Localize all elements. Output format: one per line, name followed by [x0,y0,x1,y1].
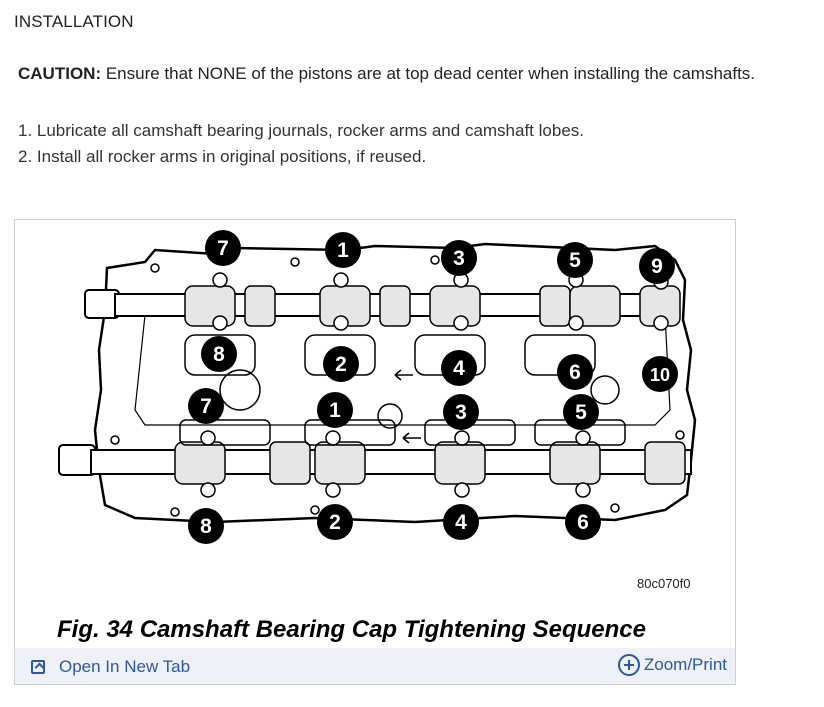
sequence-badge-label: 5 [575,401,587,424]
section-heading: INSTALLATION [14,12,134,31]
sequence-badge-circle [557,242,593,278]
exhaust-camshaft [58,430,692,498]
sequence-badge: 1 [325,232,361,268]
sequence-badge-label: 9 [651,255,663,278]
sequence-badge-label: 3 [453,247,465,270]
sequence-badge-label: 3 [455,401,467,424]
sequence-badge-label: 2 [335,353,347,376]
sequence-badge-label: 10 [650,365,670,385]
open-new-tab-link[interactable]: Open In New Tab [31,657,190,677]
sequence-badge-label: 4 [453,357,465,380]
sequence-badge-circle [317,504,353,540]
zoom-print-link[interactable]: Zoom/Print [617,654,727,676]
sequence-badge: 1 [317,392,353,428]
sequence-badge: 8 [201,336,237,372]
sequence-badge-label: 8 [200,515,212,538]
sequence-badge-label: 2 [329,511,341,534]
step-item: 1. Lubricate all camshaft bearing journa… [18,121,584,140]
sequence-badge-circle [188,508,224,544]
caution-line: CAUTION: Ensure that NONE of the pistons… [18,64,755,84]
sequence-badge-label: 4 [455,511,467,534]
sequence-badge: 2 [317,504,353,540]
sequence-badges: 1 2 3 4 5 6 7 8 9 10 1 2 3 4 5 6 7 8 [188,230,678,544]
sequence-badge-label: 1 [337,239,349,262]
sequence-badge: 4 [443,504,479,540]
step-item: 2. Install all rocker arms in original p… [18,147,427,166]
open-in-new-tab-icon [31,660,45,674]
sequence-badge-circle [323,346,359,382]
sequence-badge-label: 5 [569,249,581,272]
figure-container: 1 2 3 4 5 6 7 8 9 10 1 2 3 4 5 6 7 8 80c070f0 Fig. 34 Cam… [14,219,736,685]
zoom-plus-icon [617,654,640,676]
sequence-badge-label: 8 [213,343,225,366]
figure-toolbar: Open In New Tab Zoom/Print [15,648,735,684]
sequence-badge: 6 [557,354,593,390]
sequence-badge-circle [325,232,361,268]
sequence-badge: 7 [205,230,241,266]
sequence-badge-circle [443,504,479,540]
sequence-badge: 5 [557,242,593,278]
sequence-badge: 3 [443,394,479,430]
figure-caption: Fig. 34 Camshaft Bearing Cap Tightening … [57,616,646,643]
sequence-badge-circle [441,240,477,276]
camshaft-diagram: 1 2 3 4 5 6 7 8 9 10 1 2 3 4 5 6 7 8 [58,230,697,544]
sequence-badge: 4 [441,350,477,386]
caution-text: Ensure that NONE of the pistons are at t… [101,64,756,83]
sequence-badge-label: 7 [217,237,229,260]
sequence-badge-label: 6 [569,361,581,384]
sequence-badge-circle [563,394,599,430]
sequence-badge-circle [188,388,224,424]
sequence-badge-label: 7 [200,395,212,418]
sequence-badge-circle [441,350,477,386]
sequence-badge-circle [565,504,601,540]
sequence-badge: 2 [323,346,359,382]
sequence-badge: 9 [639,248,675,284]
sequence-badge-circle [201,336,237,372]
sequence-badge-circle [443,394,479,430]
sequence-badge-circle [557,354,593,390]
sequence-badge-label: 6 [577,511,589,534]
sequence-badge: 3 [441,240,477,276]
sequence-badge-circle [639,248,675,284]
step-list: 1. Lubricate all camshaft bearing journa… [18,118,584,170]
sequence-badge: 10 [642,356,678,392]
sequence-badge: 6 [565,504,601,540]
sequence-badge-label: 1 [329,399,341,422]
intake-camshaft [84,272,681,331]
direction-arrows [394,369,421,444]
sequence-badge-circle [205,230,241,266]
caution-label: CAUTION: [18,64,102,83]
image-code: 80c070f0 [637,576,691,591]
sequence-badge: 7 [188,388,224,424]
sequence-badge: 8 [188,508,224,544]
zoom-print-label: Zoom/Print [643,655,727,674]
sequence-badge-circle [317,392,353,428]
open-new-tab-label: Open In New Tab [59,657,191,676]
sequence-badge-circle [642,356,678,392]
sequence-badge: 5 [563,394,599,430]
rocker-arms [179,334,626,446]
